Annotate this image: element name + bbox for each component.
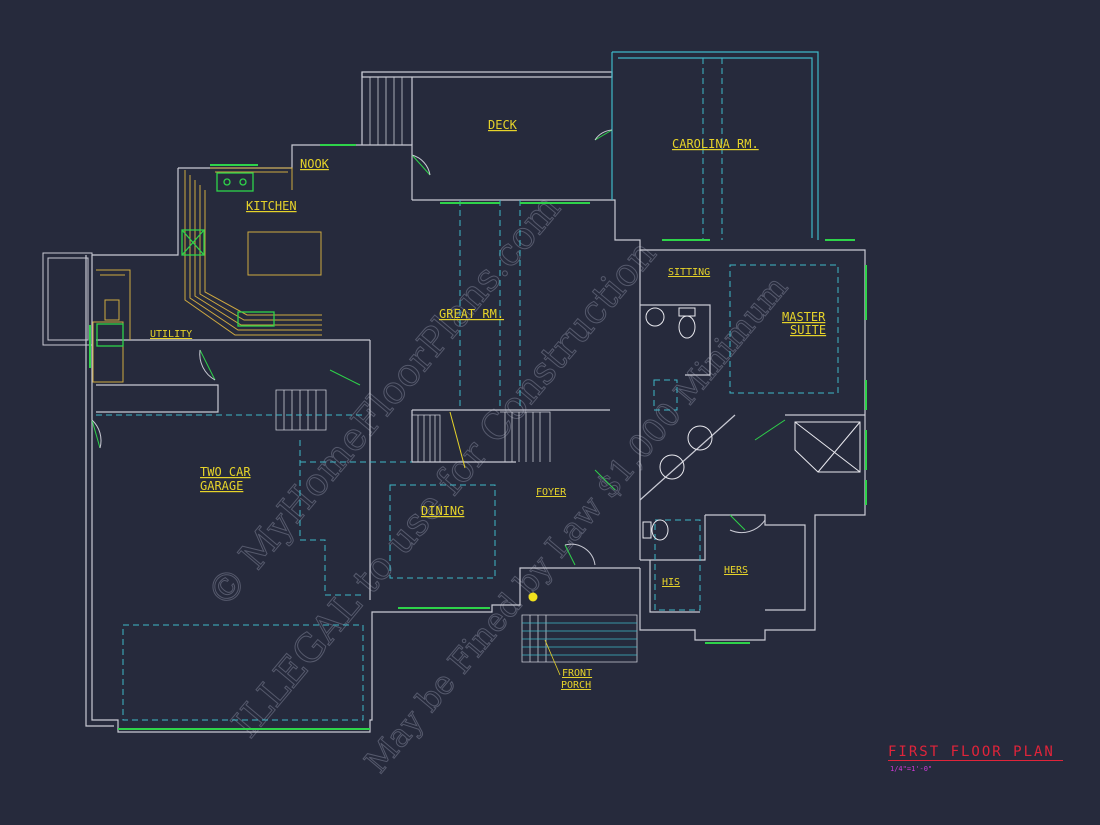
bath-fixtures bbox=[642, 307, 861, 541]
room-label-carolina: CAROLINA RM. bbox=[672, 137, 759, 151]
room-label-great: GREAT RM. bbox=[439, 307, 504, 321]
room-label-foyer: FOYER bbox=[536, 487, 567, 498]
room-labels: DECK CAROLINA RM. NOOK KITCHEN UTILITY G… bbox=[150, 118, 826, 691]
kitchen-counters bbox=[92, 167, 322, 383]
side-shed bbox=[42, 252, 93, 346]
room-label-garage-2: GARAGE bbox=[200, 479, 243, 493]
room-label-hers: HERS bbox=[724, 565, 748, 576]
room-label-utility: UTILITY bbox=[150, 329, 192, 340]
room-label-master-1: MASTER bbox=[782, 310, 826, 324]
dashed-lines bbox=[96, 58, 839, 721]
windows bbox=[89, 144, 867, 730]
walls bbox=[85, 51, 866, 733]
plan-title: FIRST FLOOR PLAN bbox=[888, 744, 1063, 761]
room-label-porch-1: FRONT bbox=[562, 668, 592, 679]
room-label-his: HIS bbox=[662, 577, 680, 588]
porch-leader-line bbox=[544, 639, 561, 676]
room-label-deck: DECK bbox=[488, 118, 518, 132]
doors bbox=[91, 129, 786, 566]
room-label-nook: NOOK bbox=[300, 157, 330, 171]
room-label-sitting: SITTING bbox=[668, 267, 710, 278]
room-label-master-2: SUITE bbox=[790, 323, 826, 337]
stairs bbox=[275, 76, 638, 663]
room-label-porch-2: PORCH bbox=[561, 680, 591, 691]
room-label-kitchen: KITCHEN bbox=[246, 199, 297, 213]
room-label-dining: DINING bbox=[421, 504, 464, 518]
porch-light-marker bbox=[528, 592, 538, 602]
room-label-garage-1: TWO CAR bbox=[200, 465, 251, 479]
kitchen-appliances bbox=[96, 172, 275, 347]
plan-scale: 1/4"=1'-0" bbox=[890, 765, 933, 773]
